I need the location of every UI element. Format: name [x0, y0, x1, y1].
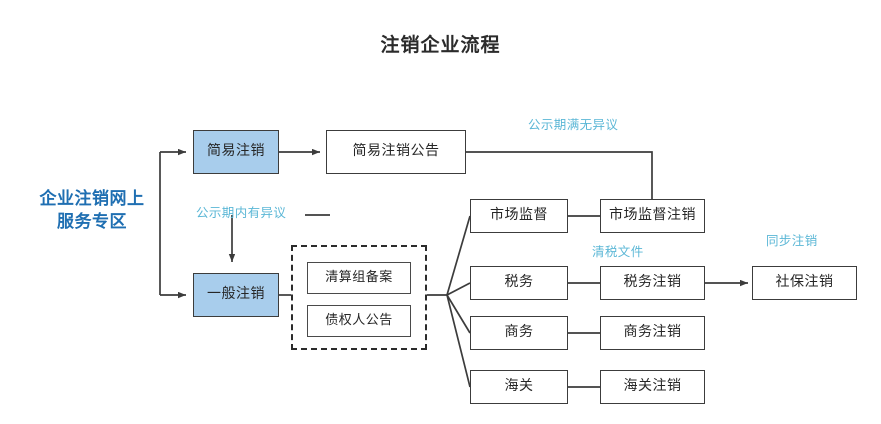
page-title: 注销企业流程 [380, 34, 501, 56]
node-tax[interactable]: 税务 [470, 266, 568, 300]
edge-label-tax-clearance-doc: 清税文件 [592, 244, 644, 259]
node-commerce-cancel[interactable]: 商务注销 [600, 316, 705, 350]
entry-label: 企业注销网上 服务专区 [22, 188, 162, 234]
wire-hub-to-commerce [446, 294, 471, 334]
wire-hub-to-customs [446, 294, 471, 388]
wire-hub-to-market [446, 215, 471, 296]
node-tax-cancel[interactable]: 税务注销 [600, 266, 705, 300]
liquidation-group-container [291, 245, 427, 350]
node-simple-cancel[interactable]: 简易注销 [193, 130, 279, 174]
node-creditor-notice[interactable]: 债权人公告 [307, 305, 411, 337]
wire-hub-to-tax [446, 282, 471, 296]
node-simple-cancel-notice[interactable]: 简易注销公告 [326, 130, 466, 174]
edge-label-has-objection: 公示期内有异议 [196, 205, 287, 220]
edge-label-synchronous-cancel: 同步注销 [766, 233, 818, 248]
node-market-supervision[interactable]: 市场监督 [470, 199, 568, 233]
node-customs-cancel[interactable]: 海关注销 [600, 370, 705, 404]
edge-label-no-objection: 公示期满无异议 [528, 117, 619, 132]
entry-label-line1: 企业注销网上 [39, 189, 145, 209]
node-general-cancel[interactable]: 一般注销 [193, 273, 279, 317]
wire-notice-to-market-cancel [466, 151, 653, 199]
node-market-supervision-cancel[interactable]: 市场监督注销 [600, 199, 705, 233]
entry-label-line2: 服务专区 [57, 211, 127, 232]
node-commerce[interactable]: 商务 [470, 316, 568, 350]
node-liquidation-filing[interactable]: 清算组备案 [307, 262, 411, 294]
node-customs[interactable]: 海关 [470, 370, 568, 404]
node-social-security-cancel[interactable]: 社保注销 [752, 266, 857, 300]
